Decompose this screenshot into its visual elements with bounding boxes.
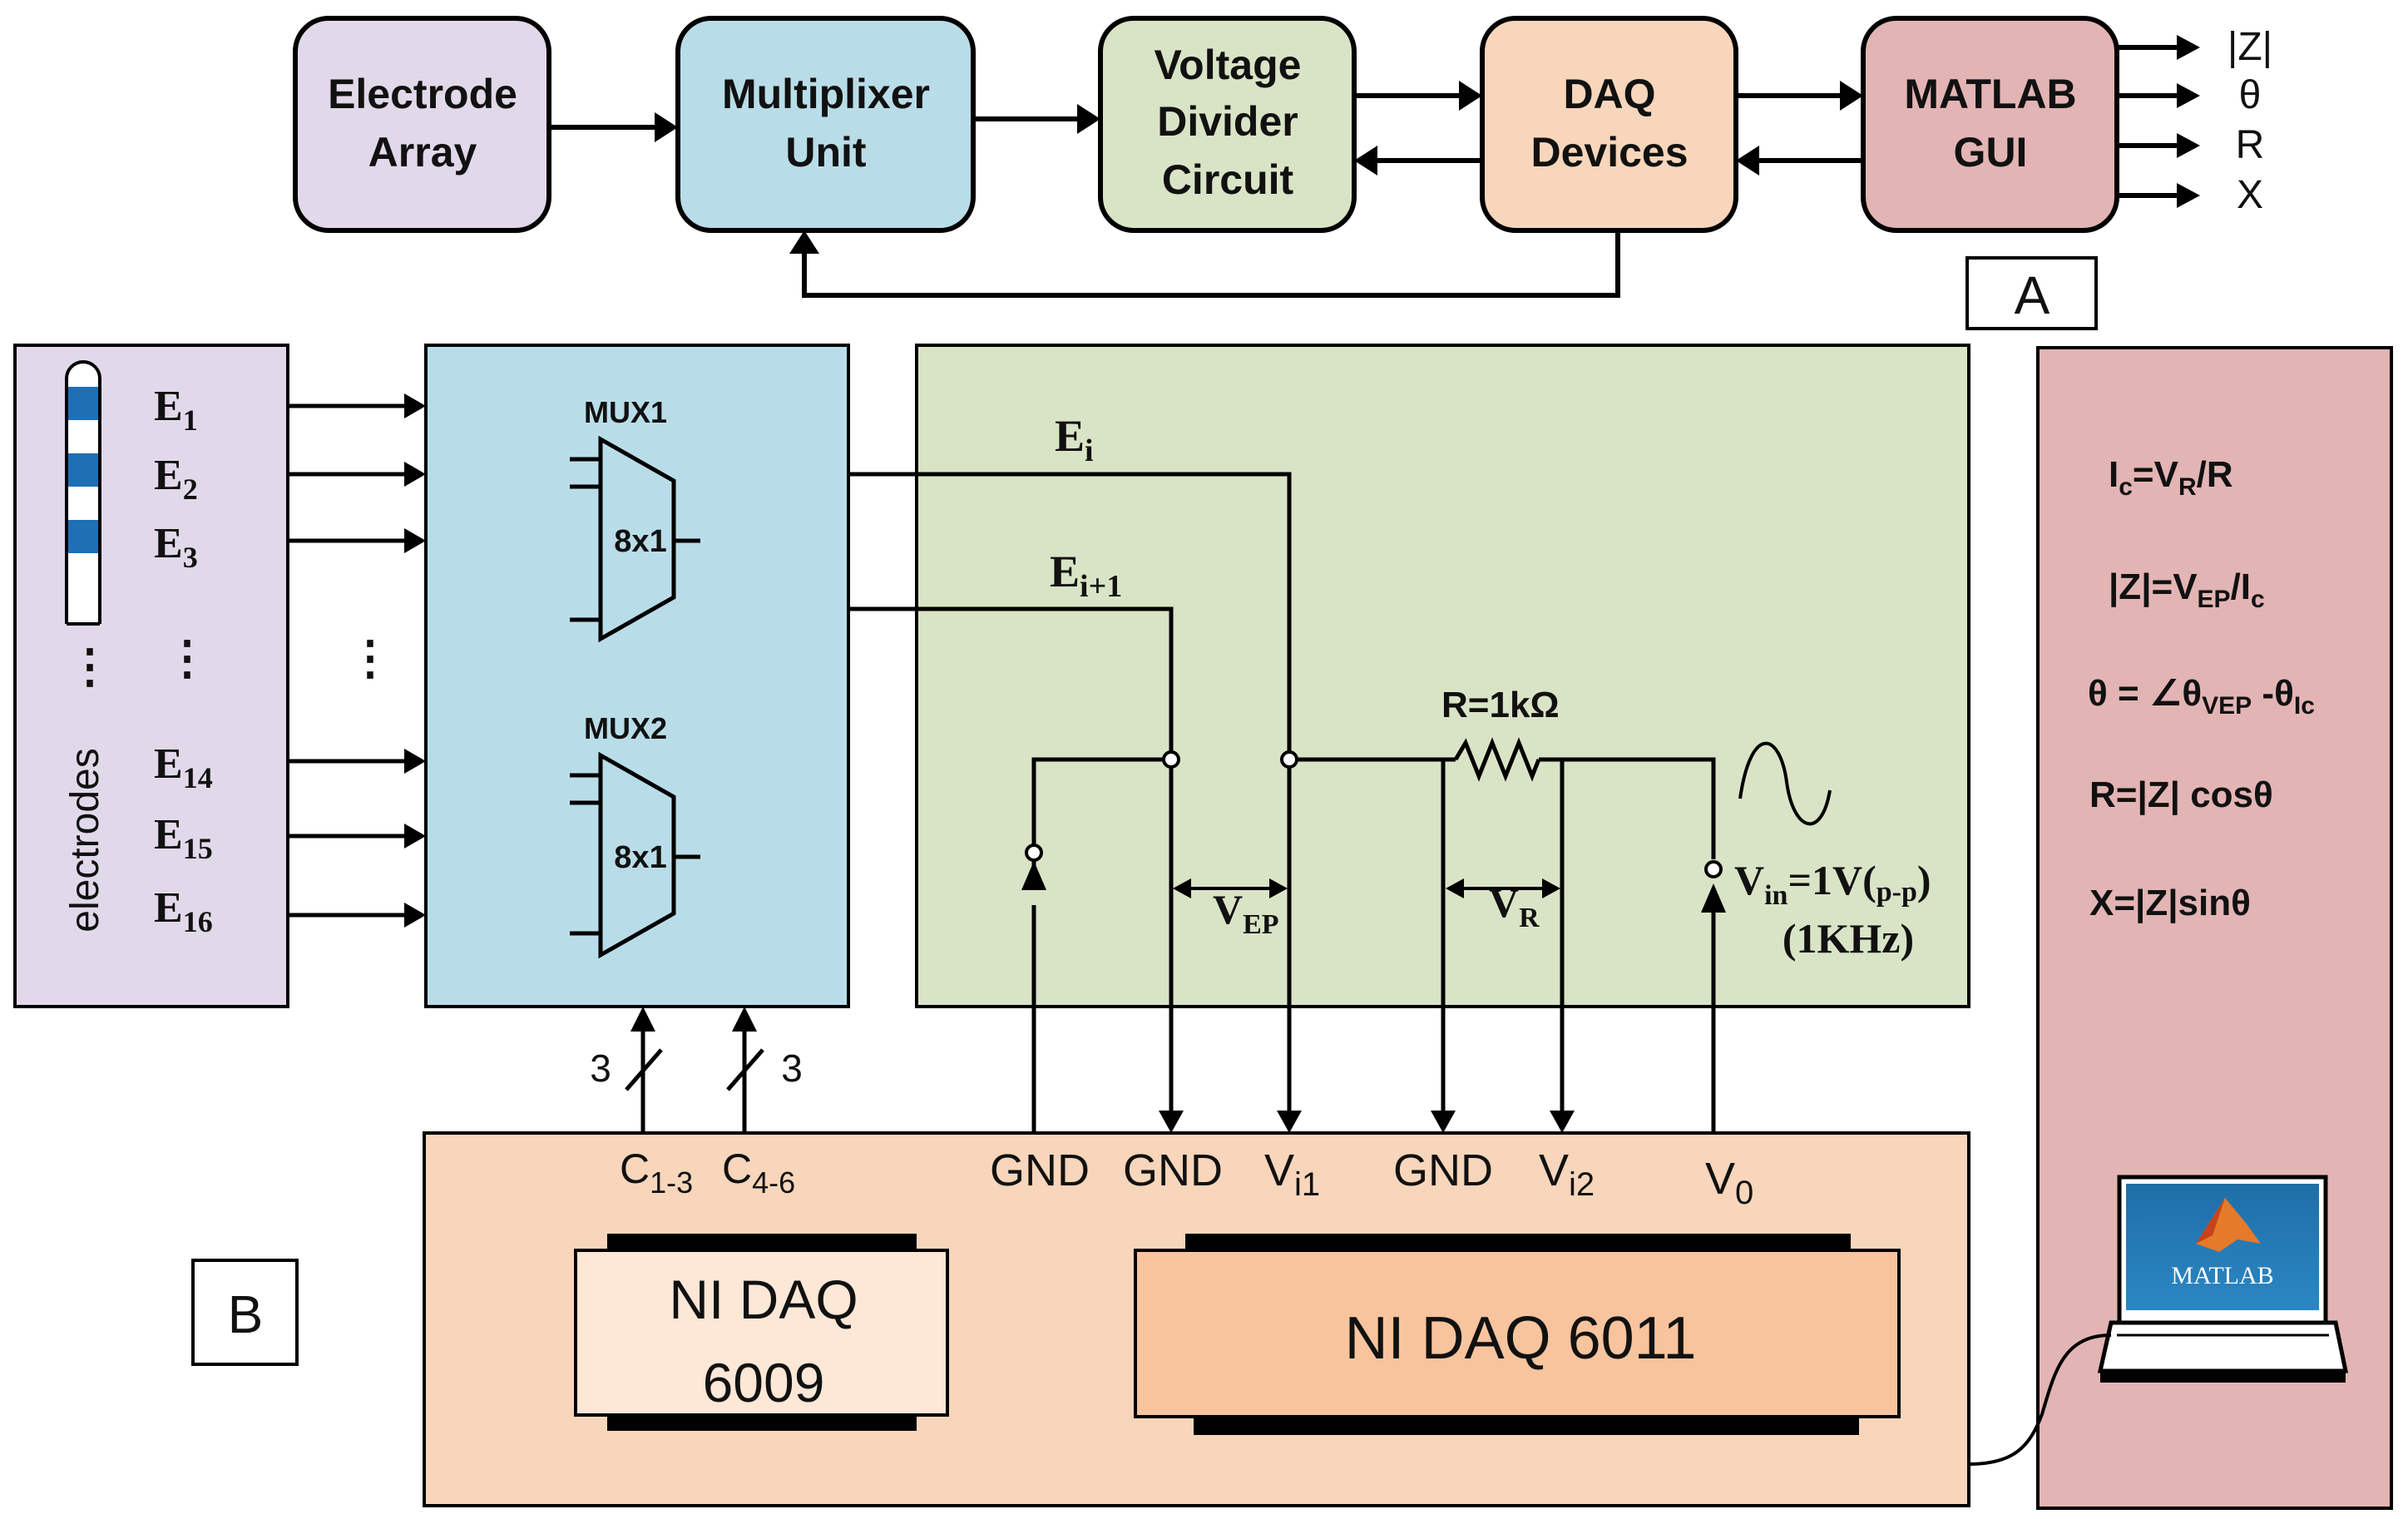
panel-a: Electrode Array Multiplixer Unit Voltage…: [293, 16, 2272, 330]
daq6011-label: NI DAQ 6011: [1345, 1305, 1697, 1372]
circuit-arrowheads: [1021, 861, 1726, 1133]
block-label: Divider: [1157, 98, 1298, 145]
resistor-label: R=1kΩ: [1441, 685, 1560, 725]
block-multiplexer-unit: Multiplixer Unit: [675, 16, 976, 233]
pin-gnd-1: GND: [990, 1145, 1090, 1195]
block-label: Array: [368, 129, 477, 176]
electrode-contact: [68, 520, 98, 553]
block-label: Unit: [785, 129, 867, 176]
electrode-label-e3: E3: [154, 520, 198, 574]
electrode-label-e1: E1: [154, 383, 198, 437]
block-daq-devices: DAQ Devices: [1480, 16, 1738, 233]
pin-vi1: Vi1: [1264, 1145, 1320, 1203]
block-voltage-divider: Voltage Divider Circuit: [1098, 16, 1357, 233]
control-buses: [625, 1027, 764, 1133]
svg-text:A: A: [2015, 265, 2050, 325]
daq6009-label-line2: 6009: [703, 1352, 825, 1413]
mux2-name: MUX2: [584, 711, 667, 745]
block-label: Electrode: [328, 71, 517, 117]
mux1-symbol: [598, 435, 676, 643]
block-matlab-gui: MATLAB GUI: [1861, 16, 2119, 233]
block-label: Multiplixer: [722, 71, 930, 117]
equation-z: |Z|=VEP/Ic: [2109, 567, 2265, 613]
vep-label: VEP: [1213, 886, 1279, 940]
block-label: Devices: [1530, 129, 1688, 176]
resistor-symbol: [1453, 737, 1541, 782]
output-z: |Z|: [2228, 25, 2272, 69]
pin-gnd-3: GND: [1393, 1145, 1493, 1195]
pin-v0: V0: [1705, 1154, 1753, 1211]
block-label: Voltage: [1155, 42, 1302, 88]
pin-vi2: Vi2: [1539, 1145, 1595, 1203]
output-theta: θ: [2239, 73, 2262, 117]
electrodes-caption: electrodes: [63, 748, 107, 932]
pin-gnd-2: GND: [1123, 1145, 1223, 1195]
daq-panel: NI DAQ 6009 NI DAQ 6011 C1-3 C4-6 GND GN…: [423, 1131, 1970, 1507]
block-label: Circuit: [1162, 156, 1294, 203]
ni-daq-6011: NI DAQ 6011: [1134, 1234, 1901, 1435]
ni-daq-6009: NI DAQ 6009: [574, 1234, 949, 1431]
vin-label: Vin=1V(p-p): [1734, 857, 1931, 911]
vr-label: VR: [1489, 879, 1540, 933]
equation-theta: θ = ∠θVEP -θIc: [2088, 673, 2315, 720]
electrode-label-e2: E2: [154, 452, 198, 506]
output-labels: |Z| θ R X: [2228, 25, 2272, 217]
electrode-contact: [68, 453, 98, 487]
pin-c4-6: C4-6: [722, 1145, 795, 1200]
output-r: R: [2236, 123, 2265, 167]
matlab-peak-icon: [2196, 1198, 2261, 1252]
mux2-symbol: [598, 751, 676, 959]
equation-x: X=|Z|sinθ: [2089, 883, 2251, 924]
equation-ic: Ic=VR/R: [2109, 454, 2233, 501]
mux-panel: MUX1 8x1 MUX2 8x1: [424, 344, 850, 1008]
daq6009-label-line1: NI DAQ: [669, 1269, 858, 1330]
electrode-ellipsis: ⋮: [67, 641, 113, 693]
mux2-label: 8x1: [614, 840, 666, 875]
mux1-label: 8x1: [614, 524, 666, 559]
sine-source-icon: [1738, 741, 1832, 826]
electrode-list-ellipsis: ⋮: [164, 633, 210, 685]
control-bus-arrowheads: [630, 1007, 757, 1032]
output-x: X: [2237, 173, 2263, 217]
bus-width-c1: 3: [590, 1046, 611, 1090]
electrode-label-e16: E16: [154, 884, 213, 938]
equation-r: R=|Z| cosθ: [2089, 774, 2273, 816]
electrode-panel: ⋮ electrodes E1 E2 E3 ⋮ E14 E15 E16: [13, 344, 289, 1008]
circuit-wires: [848, 472, 1832, 1133]
block-label: DAQ: [1563, 71, 1655, 117]
svg-text:B: B: [228, 1284, 264, 1344]
matlab-panel: Ic=VR/R |Z|=VEP/Ic θ = ∠θVEP -θIc R=|Z| …: [1968, 346, 2393, 1510]
signal-label-ei: Ei: [1055, 411, 1094, 468]
electrode-label-e14: E14: [154, 740, 213, 794]
panel-a-label: A: [1965, 256, 2098, 330]
electrode-arrowheads: [404, 393, 426, 928]
electrode-contact: [68, 387, 98, 420]
electrode-arrows: [288, 403, 408, 918]
block-label: GUI: [1954, 129, 2028, 176]
arrow-ellipsis: ⋮: [347, 633, 393, 685]
panel-b-label: B: [191, 1259, 299, 1366]
block-label: MATLAB: [1904, 71, 2076, 117]
matlab-logo-text: MATLAB: [2171, 1262, 2273, 1289]
block-electrode-array: Electrode Array: [293, 16, 551, 233]
electrode-contact: [68, 487, 98, 520]
pin-c1-3: C1-3: [620, 1145, 693, 1200]
panel-a-arrowheads: [655, 35, 2200, 254]
bus-width-c2: 3: [781, 1046, 803, 1090]
electrode-contact: [68, 420, 98, 453]
signal-label-ei1: Ei+1: [1050, 547, 1122, 604]
circuit-nodes: [1025, 750, 1723, 878]
panel-a-connections: [549, 45, 2179, 298]
mux1-name: MUX1: [584, 395, 667, 429]
frequency-label: (1KHz): [1783, 915, 1914, 962]
laptop-icon: MATLAB: [2097, 1175, 2349, 1383]
electrode-label-e15: E15: [154, 811, 213, 865]
panel-b: ⋮ electrodes E1 E2 E3 ⋮ E14 E15 E16: [13, 344, 2393, 1510]
laptop-cable: [1968, 1333, 2112, 1466]
